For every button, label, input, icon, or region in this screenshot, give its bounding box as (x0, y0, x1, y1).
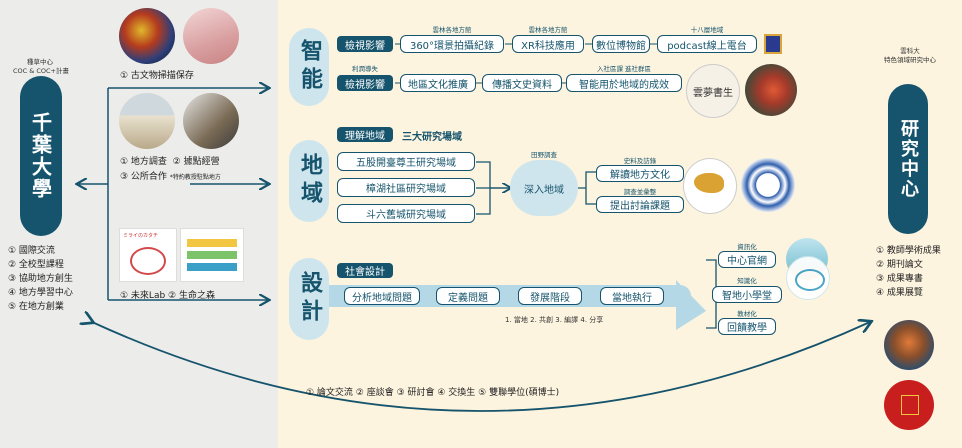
photo-caption-scan: ① 古文物掃描保存 (120, 71, 194, 81)
design-out-caption: 教材化 (737, 310, 757, 318)
left-item: ④ 地方學習中心 (8, 288, 73, 298)
smart-podcast-box: podcast線上電台 (657, 35, 757, 53)
school-logo (786, 256, 830, 300)
smart-row1-tag: 檢視影響 (337, 36, 393, 52)
smart-row2-tag: 檢視影響 (337, 75, 393, 91)
photo-caption-office: ③ 公所合作 *特約教授駐點地方 (120, 172, 221, 182)
red-book-cover (884, 380, 934, 430)
interpret-culture-box: 解讀地方文化 (596, 165, 684, 182)
field-wugu: 五股開臺尊王研究場域 (337, 152, 475, 171)
smart-school-box: 智地小學堂 (712, 286, 782, 303)
left-item: ② 全校型課程 (8, 260, 64, 270)
research-center-pill: 研究中心 (888, 84, 928, 234)
podcast-logo-icon (764, 34, 782, 54)
forest-of-life-slide (180, 228, 244, 282)
left-item: ⑤ 在地方創業 (8, 302, 64, 312)
section-smart: 智能 (289, 28, 329, 106)
design-out-caption: 資訊化 (737, 243, 757, 251)
smart-history-box: 傳播文史資料 (482, 74, 562, 92)
chiba-university-pill: 千葉大學 (20, 76, 62, 236)
smart-culture-box: 地區文化推廣 (400, 74, 476, 92)
right-item: ① 教師學術成果 (876, 246, 941, 256)
design-steps-note: 1. 當地 2. 共創 3. 編譯 4. 分享 (505, 316, 604, 324)
deity-statue-photo (884, 320, 934, 370)
step-develop: 發展階段 (518, 287, 582, 305)
future-lab-mini-logo: ミライのカタチ (123, 233, 159, 239)
region-tag: 理解地域 (337, 127, 393, 142)
deep-region-node: 深入地域 (510, 160, 578, 216)
left-items-list: ① 國際交流 ② 全校型課程 ③ 協助地方創生 ④ 地方學習中心 ⑤ 在地方創業 (8, 244, 73, 314)
left-item: ① 國際交流 (8, 246, 55, 256)
right-items-list: ① 教師學術成果 ② 期刊論文 ③ 成果專書 ④ 成果展覽 (876, 244, 941, 300)
smart-row2-caption: 入社區課 進社群區 (596, 65, 652, 73)
bird-emblem (683, 158, 737, 214)
region-subtitle: 三大研究場域 (402, 132, 462, 143)
photo-caption-lab: ① 未來Lab ② 生命之森 (120, 291, 215, 301)
smart-museum-box: 數位博物館 (592, 35, 650, 53)
propose-issues-box: 提出討論課題 (596, 196, 684, 213)
smart-row1-caption: 雲林各地方館 (528, 26, 568, 34)
scanned-painting-photo (183, 8, 239, 64)
left-item: ③ 協助地方創生 (8, 274, 73, 284)
smart-360-box: 360°環景拍攝紀錄 (400, 35, 504, 53)
smart-row1-caption: 十八層地域 (690, 26, 724, 34)
workshop-photo (183, 93, 239, 149)
design-out-caption: 知識化 (737, 277, 757, 285)
right-caption-1: 雲科大 (900, 47, 920, 55)
smart-xr-box: XR科技應用 (512, 35, 584, 53)
photo-caption-survey: ① 地方調查 ② 據點經營 (120, 157, 220, 167)
left-caption-1: 種草中心 (27, 58, 53, 66)
feedback-teaching-box: 回饋教學 (718, 318, 776, 335)
right-item: ② 期刊論文 (876, 260, 923, 270)
step-execute: 當地執行 (600, 287, 664, 305)
region-center-caption: 田野調查 (531, 151, 557, 159)
right-item: ④ 成果展覽 (876, 288, 923, 298)
section-design: 設計 (289, 258, 329, 340)
step-analyze: 分析地域問題 (344, 287, 420, 305)
left-caption-2: COC & COC+計畫 (12, 67, 70, 75)
bottom-exchange-note: ① 論文交流 ② 座談會 ③ 研討會 ④ 交換生 ⑤ 雙聯學位(碩博士) (306, 388, 560, 398)
right-item: ③ 成果專書 (876, 274, 923, 284)
field-zhanghu: 樟湖社區研究場域 (337, 178, 475, 197)
blue-pattern-plate (741, 158, 795, 212)
section-region: 地域 (289, 140, 329, 222)
smart-effect-box: 智能用於地域的成效 (566, 74, 682, 92)
design-tag: 社會設計 (337, 263, 393, 278)
smart-row1-caption: 雲林各地方館 (432, 26, 472, 34)
step-define: 定義問題 (436, 287, 500, 305)
region-out-caption: 史料及訪錄 (623, 157, 657, 165)
field-douliu: 斗六舊城研究場域 (337, 204, 475, 223)
right-caption-2: 特色領域研究中心 (884, 56, 936, 64)
calligraphy-logo: 雲夢書生 (686, 64, 740, 118)
fish-artwork-photo (745, 64, 797, 116)
smart-row2-pre: 利潤導失 (352, 65, 378, 73)
school-building-photo (119, 93, 175, 149)
center-website-box: 中心官網 (718, 251, 776, 268)
future-lab-slide: ミライのカタチ (119, 228, 177, 282)
artifact-photo (119, 8, 175, 64)
region-out-caption: 調查並彙整 (623, 188, 657, 196)
